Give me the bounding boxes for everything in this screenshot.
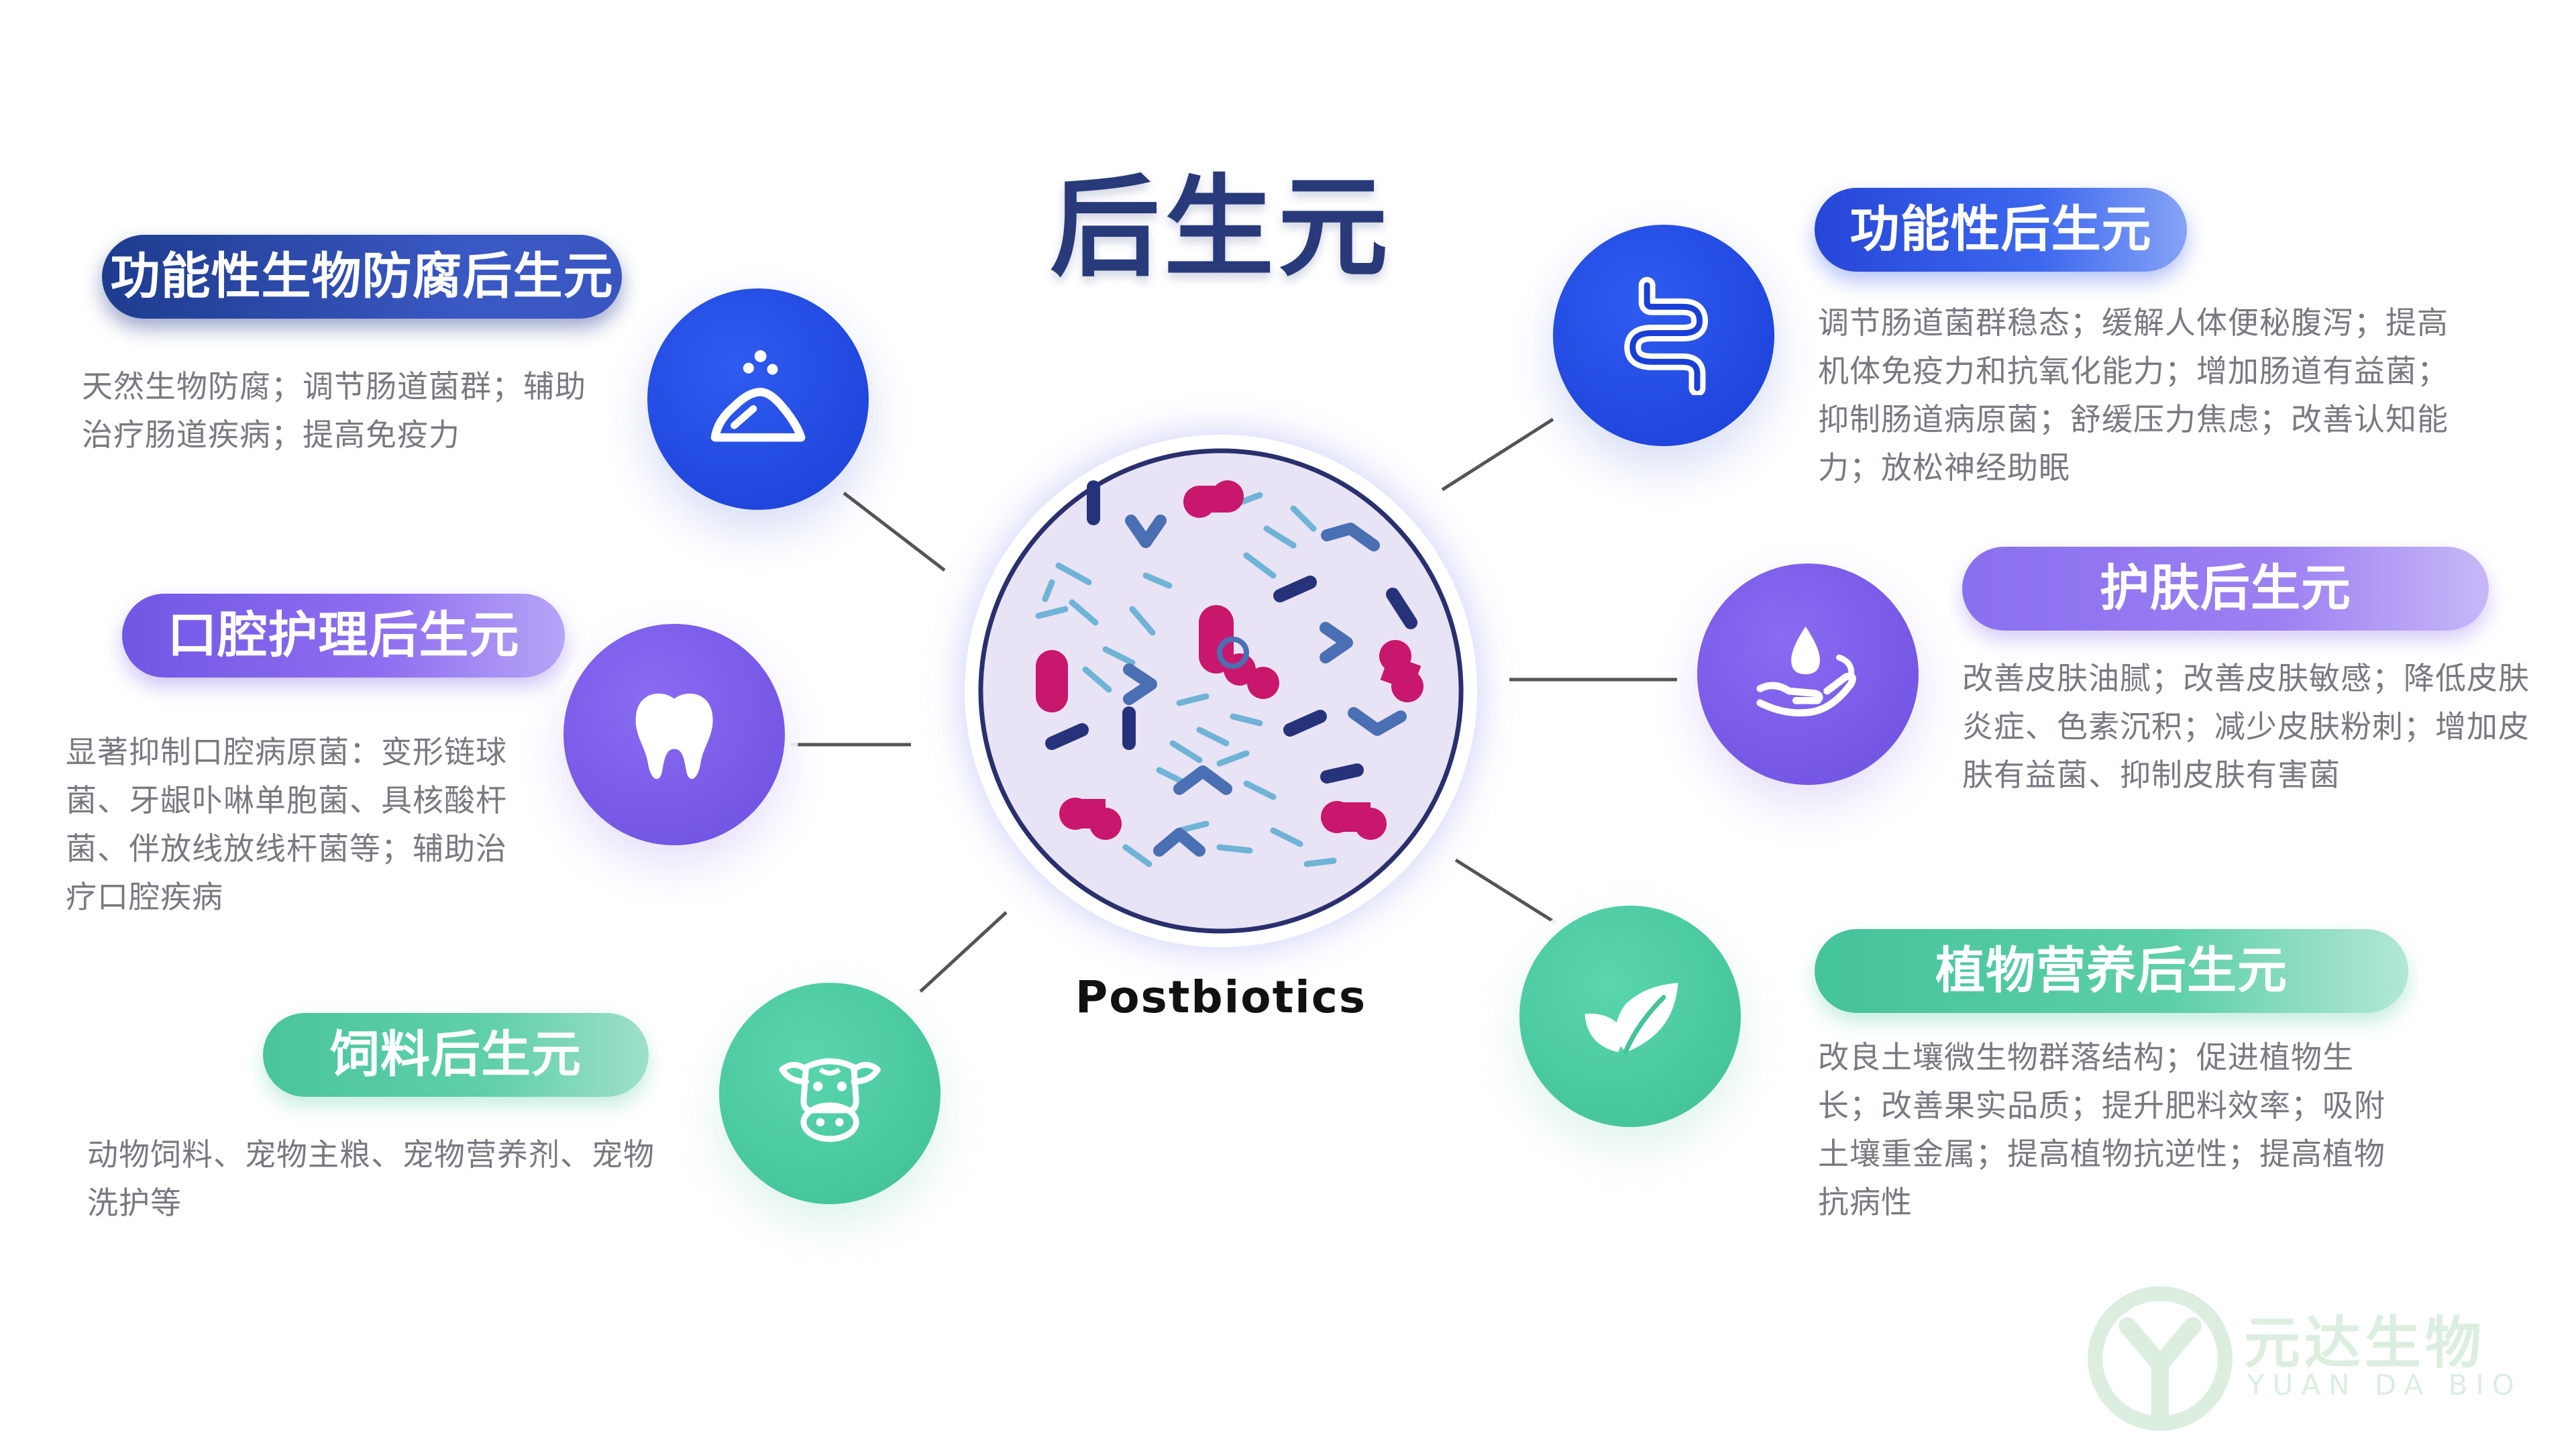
category-icon-skin-care [1697, 564, 1919, 785]
category-desc-functional: 调节肠道菌群稳态；缓解人体便秘腹泻；提高机体免疫力和抗氧化能力；增加肠道有益菌；… [1818, 305, 2449, 486]
hand-droplet-icon [1756, 626, 1856, 716]
category-icon-plant-nutrition [1519, 906, 1741, 1127]
connector-left-3 [919, 911, 1008, 993]
brand-subtitle: YUAN DA BIO [2247, 1368, 2522, 1401]
category-icon-functional-bio-preservative [647, 288, 869, 510]
category-pill-feed: 饲料后生元 [263, 1013, 649, 1097]
cow-icon [779, 1058, 881, 1142]
center-label: Postbiotics [1075, 971, 1367, 1023]
connector-right-3 [1454, 858, 1556, 924]
brand-name: 元达生物 [2244, 1310, 2486, 1376]
category-icon-functional [1553, 225, 1774, 446]
category-pill-functional-bio-preservative: 功能性生物防腐后生元 [102, 235, 622, 319]
category-icon-feed [719, 983, 941, 1204]
category-desc-skin-care: 改善皮肤油腻；改善皮肤敏感；降低皮肤炎症、色素沉积；减少皮肤粉刺；增加皮肤有益菌… [1962, 660, 2530, 793]
category-pill-plant-nutrition: 植物营养后生元 [1815, 929, 2408, 1013]
tooth-icon [635, 693, 713, 780]
connector-right-1 [1441, 417, 1554, 492]
y-emblem-logo [2088, 1286, 2233, 1431]
category-pill-skin-care: 护肤后生元 [1962, 547, 2489, 631]
category-icon-oral-care [564, 624, 785, 845]
category-pill-oral-care: 口腔护理后生元 [122, 594, 565, 678]
category-desc-feed: 动物饲料、宠物主粮、宠物营养剂、宠物洗护等 [87, 1136, 655, 1221]
connector-left-1 [843, 492, 946, 572]
category-desc-oral-care: 显著抑制口腔病原菌：变形链球菌、牙龈卟啉单胞菌、具核酸杆菌、伴放线放线杆菌等；辅… [66, 734, 507, 915]
intestine-icon [1624, 276, 1708, 396]
page-title: 后生元 [1049, 164, 1392, 292]
leaf-icon [1585, 983, 1678, 1055]
category-desc-plant-nutrition: 改良土壤微生物群落结构；促进植物生长；改善果实品质；提升肥料效率；吸附土壤重金属… [1818, 1039, 2385, 1220]
bacteria-microscope-icon [978, 448, 1464, 934]
category-pill-functional: 功能性后生元 [1815, 188, 2187, 272]
category-desc-functional-bio-preservative: 天然生物防腐；调节肠道菌群；辅助治疗肠道疾病；提高免疫力 [82, 368, 586, 453]
powder-pile-icon [710, 350, 806, 442]
